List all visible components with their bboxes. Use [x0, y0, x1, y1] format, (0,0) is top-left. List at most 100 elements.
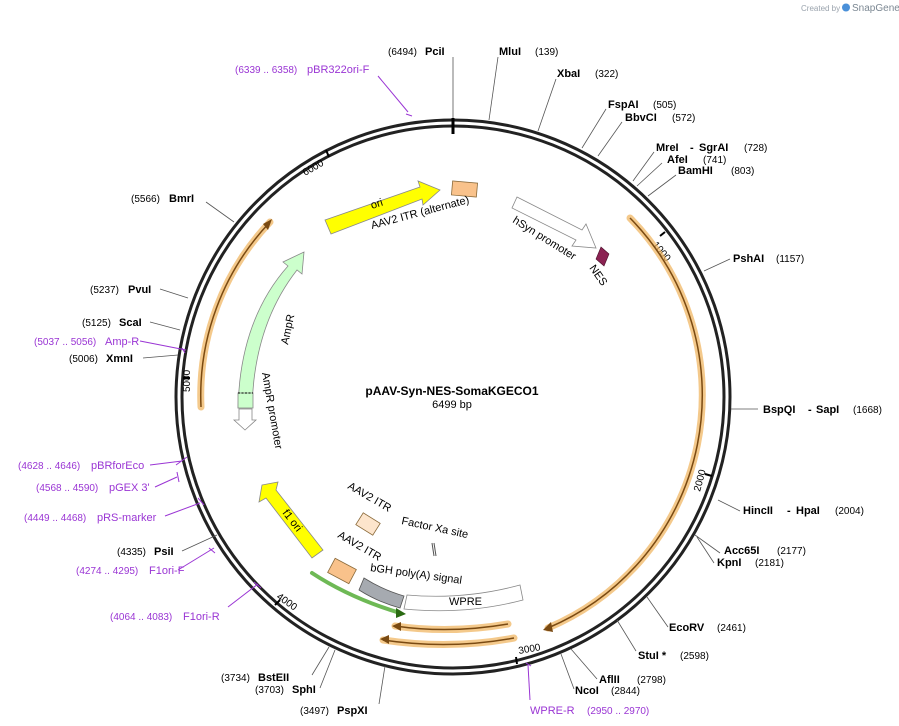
tick-label-5000: 5000: [182, 369, 193, 392]
enzyme-pos-aflii: (2798): [637, 675, 666, 686]
primer-name-pgex3[interactable]: pGEX 3': [109, 482, 150, 494]
orange-feature-arrowhead: [543, 622, 553, 632]
enzyme-name-afei[interactable]: AfeI: [667, 154, 688, 166]
primer-name-amp-r[interactable]: Amp-R: [105, 336, 139, 348]
enzyme-name-ecorv[interactable]: EcoRV: [669, 622, 705, 634]
ampr-promoter-arrow[interactable]: [232, 408, 258, 431]
green-feature-arrowhead: [396, 608, 406, 618]
enzyme-pos-bamhi: (803): [731, 166, 754, 177]
enzyme-pos-ncoi: (2844): [611, 686, 640, 697]
enzyme-pos-sphi: (3703): [255, 685, 284, 696]
primer-range-pbrforeco: (4628 .. 4646): [18, 461, 80, 472]
enzyme-name-pspxi[interactable]: PspXI: [337, 705, 368, 717]
ampr-promoter-label: AmpR promoter: [259, 371, 284, 450]
plasmid-length: 6499 bp: [432, 399, 472, 411]
primer-range-wpre-r: (2950 .. 2970): [587, 706, 649, 717]
f1-ori-arrow[interactable]: [258, 481, 324, 559]
primer-name-wpre-r[interactable]: WPRE-R: [530, 705, 575, 717]
primer-range-pbr322ori-f: (6339 .. 6358): [235, 65, 297, 76]
primer-range-f1ori-f: (4274 .. 4295): [76, 566, 138, 577]
enzyme-dash-bspqi: -: [808, 404, 812, 416]
enzyme-name-scai[interactable]: ScaI: [119, 317, 142, 329]
enzyme-name-ncoi[interactable]: NcoI: [575, 685, 599, 697]
enzyme-name-fspai[interactable]: FspAI: [608, 99, 639, 111]
green-feature-arc: [310, 571, 402, 615]
enzyme-leaders: [142, 56, 758, 705]
enzyme-name-xmni[interactable]: XmnI: [106, 353, 133, 365]
enzyme-pos-acc65i: (2177): [777, 546, 806, 557]
enzyme-pos-ecorv: (2461): [717, 623, 746, 634]
primer-name-pbrforeco[interactable]: pBRforEco: [91, 460, 144, 472]
enzyme-pos-pvui: (5237): [90, 285, 119, 296]
enzyme-name-bsteii[interactable]: BstEII: [258, 672, 289, 684]
aav2-itr-2-box[interactable]: [327, 557, 357, 585]
enzyme-name-psii[interactable]: PsiI: [154, 546, 174, 558]
enzyme-name-bbvci[interactable]: BbvCI: [625, 112, 657, 124]
enzyme-pos-xmni: (5006): [69, 354, 98, 365]
enzyme-pos-stui: (2598): [680, 651, 709, 662]
primer-range-pgex3: (4568 .. 4590): [36, 483, 98, 494]
orange-feature-arc-highlight: [544, 214, 706, 632]
ampr-feature-arrow[interactable]: [237, 251, 305, 409]
enzyme-name-sphi[interactable]: SphI: [292, 684, 316, 696]
enzyme-name-mlui[interactable]: MluI: [499, 46, 521, 58]
enzyme-name-pvui[interactable]: PvuI: [128, 284, 151, 296]
enzyme-pos-bspqi: (1668): [853, 405, 882, 416]
enzyme-name-sapi[interactable]: SapI: [816, 404, 839, 416]
enzyme-name-aflii[interactable]: AflII: [599, 674, 620, 686]
aav2-itr-2-label: AAV2 ITR: [336, 529, 384, 563]
enzyme-name-xbai[interactable]: XbaI: [557, 68, 580, 80]
enzyme-name-sgrai[interactable]: SgrAI: [699, 142, 728, 154]
enzyme-pos-bmri: (5566): [131, 194, 160, 205]
ori-label: ori: [369, 197, 384, 212]
enzyme-name-mrei[interactable]: MreI: [656, 142, 679, 154]
snapgene-logo-icon: [842, 3, 850, 12]
primer-name-prs-marker[interactable]: pRS-marker: [97, 512, 157, 524]
aav2-itr-1-box[interactable]: [355, 512, 381, 536]
itr-alternate-box[interactable]: [451, 180, 478, 198]
tick-label-3000: 3000: [518, 642, 542, 657]
primer-name-f1ori-r[interactable]: F1ori-R: [183, 611, 220, 623]
orange-bottom-arc-1: [382, 637, 515, 646]
primer-name-pbr322ori-f[interactable]: pBR322ori-F: [307, 64, 370, 76]
enzyme-pos-bbvci: (572): [672, 113, 695, 124]
factor-xa-mark-2: [433, 542, 437, 557]
orange-bottom-arrowhead-2: [392, 622, 401, 631]
enzyme-pos-fspai: (505): [653, 100, 676, 111]
enzyme-pos-afei: (741): [703, 155, 726, 166]
bgh-polya-label: bGH poly(A) signal: [370, 562, 463, 587]
bgh-polya-box[interactable]: [358, 577, 405, 609]
enzyme-name-hincii[interactable]: HincII: [743, 505, 773, 517]
enzyme-pos-bsteii: (3734): [221, 673, 250, 684]
primer-range-f1ori-r: (4064 .. 4083): [110, 612, 172, 623]
enzyme-pos-pspxi: (3497): [300, 706, 329, 717]
orange-left-arc: [199, 221, 271, 408]
primer-name-f1ori-f[interactable]: F1ori-F: [149, 565, 185, 577]
nes-label: NES: [587, 263, 610, 288]
hsyn-promoter-arrow[interactable]: [511, 196, 597, 249]
ori-feature-arrow[interactable]: [324, 180, 441, 235]
wpre-label: WPRE: [449, 596, 482, 608]
enzyme-name-stui[interactable]: StuI *: [638, 650, 667, 662]
aav2-itr-1-label: AAV2 ITR: [346, 480, 394, 514]
enzyme-name-pshai[interactable]: PshAI: [733, 253, 764, 265]
enzyme-name-pcii[interactable]: PciI: [425, 46, 445, 58]
enzyme-pos-hincii: (2004): [835, 506, 864, 517]
enzyme-name-bamhi[interactable]: BamHI: [678, 165, 713, 177]
enzyme-pos-kpni: (2181): [755, 558, 784, 569]
nes-feature-box[interactable]: [595, 246, 610, 267]
tick-marks: [183, 149, 713, 665]
factor-xa-mark-1: [431, 542, 435, 557]
enzyme-pos-mlui: (139): [535, 47, 558, 58]
enzyme-name-hpai[interactable]: HpaI: [796, 505, 820, 517]
enzyme-pos-psii: (4335): [117, 547, 146, 558]
enzyme-name-kpni[interactable]: KpnI: [717, 557, 741, 569]
ampr-label: AmpR: [279, 313, 297, 345]
enzyme-name-bspqi[interactable]: BspQI: [763, 404, 795, 416]
orange-feature-arc: [547, 217, 704, 629]
enzyme-dash-mrei: -: [690, 142, 694, 154]
enzyme-name-bmri[interactable]: BmrI: [169, 193, 194, 205]
primer-range-amp-r: (5037 .. 5056): [34, 337, 96, 348]
enzyme-name-acc65i[interactable]: Acc65I: [724, 545, 759, 557]
wpre-box[interactable]: [403, 584, 524, 612]
